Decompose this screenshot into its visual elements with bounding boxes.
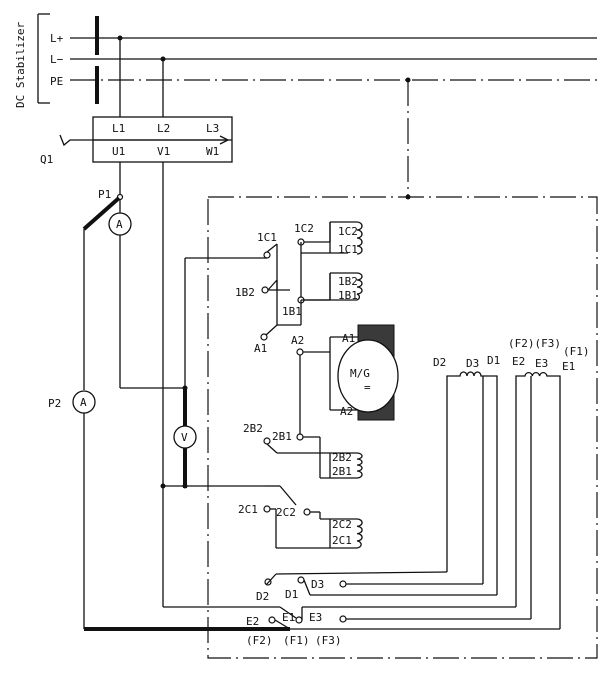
q1-l1: L1	[112, 122, 125, 135]
term-d2: D2	[256, 590, 269, 603]
coil-label-2c2: 2C2	[332, 518, 352, 531]
field-e2: E2	[512, 355, 525, 368]
machine-m-g	[337, 339, 399, 413]
coil-label-1b1: 1B1	[338, 289, 358, 302]
coil-1b	[356, 272, 363, 301]
bottom-label-f3: (F3)	[315, 634, 342, 647]
field-coil-d	[446, 371, 498, 380]
ammeter-p2-symbol: A	[80, 396, 87, 409]
enclosure-box	[207, 196, 598, 659]
q1-l2: L2	[157, 122, 170, 135]
field-e3: E3	[535, 357, 548, 370]
term-1b2: 1B2	[235, 286, 255, 299]
coil-1c	[356, 221, 363, 255]
label-l-plus: L+	[50, 32, 64, 45]
field-d2: D2	[433, 356, 446, 369]
term-d3: D3	[311, 578, 324, 591]
q1-u1: U1	[112, 145, 125, 158]
machine-a1: A1	[342, 332, 355, 345]
coil-2c	[356, 518, 363, 549]
p1-blade	[82, 196, 121, 231]
coil-2b	[356, 452, 363, 479]
machine-name: M/G	[350, 367, 370, 380]
field-d1: D1	[487, 354, 500, 367]
coil-label-1b2: 1B2	[338, 275, 358, 288]
term-2b2: 2B2	[243, 422, 263, 435]
bottom-label-f2: (F2)	[246, 634, 273, 647]
voltmeter-symbol: V	[181, 431, 188, 444]
coil-label-1c1: 1C1	[338, 243, 358, 256]
term-2c1: 2C1	[238, 503, 258, 516]
term-e2: E2	[246, 615, 259, 628]
title-dc-stabilizer: DC Stabilizer	[14, 22, 27, 108]
term-e3: E3	[309, 611, 322, 624]
term-1c2: 1C2	[294, 222, 314, 235]
q1-w1: W1	[206, 145, 219, 158]
label-q1: Q1	[40, 153, 53, 166]
label-p1: P1	[98, 188, 111, 201]
coil-label-1c2: 1C2	[338, 225, 358, 238]
term-2b1: 2B1	[272, 430, 292, 443]
term-a2: A2	[291, 334, 304, 347]
ammeter-p1-symbol: A	[116, 218, 123, 231]
machine-a2: A2	[340, 405, 353, 418]
coil-label-2b1: 2B1	[332, 465, 352, 478]
q1-handle-arrow	[59, 134, 226, 147]
term-d1: D1	[285, 588, 298, 601]
coil-label-2c1: 2C1	[332, 534, 352, 547]
bottom-label-f1: (F1)	[283, 634, 310, 647]
label-l-minus: L−	[50, 53, 64, 66]
field-f1: (F1)	[563, 345, 590, 358]
field-f2-f3: (F2)(F3)	[508, 337, 561, 350]
q1-l3: L3	[206, 122, 219, 135]
term-e1: E1	[282, 611, 295, 624]
term-1c1: 1C1	[257, 231, 277, 244]
field-coil-e	[515, 372, 561, 380]
term-2c2: 2C2	[276, 506, 296, 519]
label-pe: PE	[50, 75, 63, 88]
term-a1: A1	[254, 342, 267, 355]
label-p2: P2	[48, 397, 61, 410]
coil-label-2b2: 2B2	[332, 451, 352, 464]
machine-sign: =	[364, 381, 371, 394]
term-1b1: 1B1	[282, 305, 302, 318]
field-e1: E1	[562, 360, 575, 373]
q1-v1: V1	[157, 145, 170, 158]
field-d3: D3	[466, 357, 479, 370]
